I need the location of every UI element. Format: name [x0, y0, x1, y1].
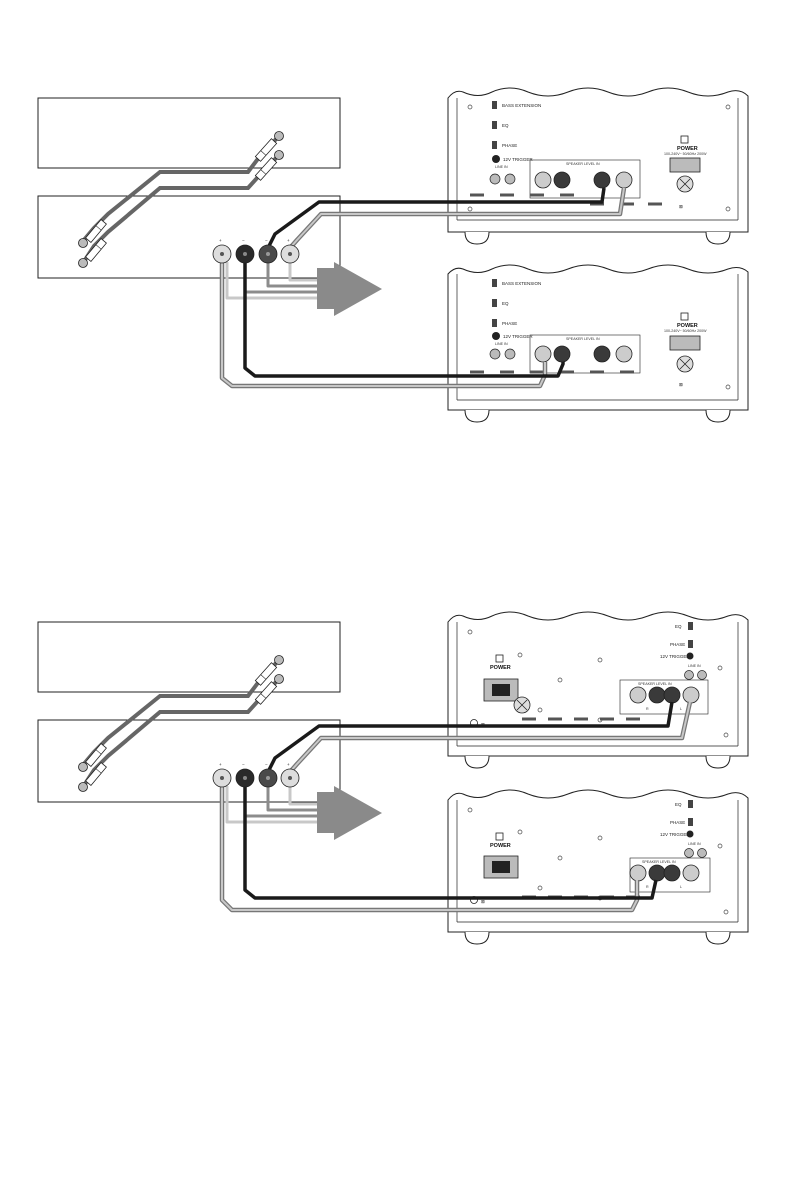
terminal-label: − — [242, 762, 245, 767]
eq-label: EQ — [502, 123, 509, 128]
subwoofer-panel-2: BASS EXTENSION EQ PHASE 12V TRIGGER LINE… — [447, 264, 749, 423]
line-in-label: LINE IN — [495, 165, 508, 169]
terminal-label: + — [287, 238, 290, 243]
terminal-label: − — [265, 238, 268, 243]
bass-extension-label: BASS EXTENSION — [502, 103, 541, 108]
channel-l-label: L — [680, 707, 682, 711]
weee-bin-icon: ⊠ — [481, 899, 485, 904]
rca-plugs-bottom — [78, 655, 284, 792]
subwoofer-panel-4: EQ PHASE 12V TRIGGER LINE IN POWER ⊠ SPE… — [447, 789, 749, 945]
speaker-level-in-label: SPEAKER LEVEL IN — [566, 162, 600, 166]
bass-extension-label: BASS EXTENSION — [502, 281, 541, 286]
line-in-label: LINE IN — [688, 842, 701, 846]
power-label: POWER — [490, 843, 511, 849]
terminal-label: − — [265, 762, 268, 767]
channel-r-label: R — [646, 885, 649, 889]
phase-label: PHASE — [502, 321, 517, 326]
power-label: POWER — [677, 323, 698, 329]
eq-label: EQ — [675, 624, 682, 629]
power-label: POWER — [677, 146, 698, 152]
weee-bin-icon: ⊠ — [679, 382, 683, 387]
channel-l-label: L — [680, 885, 682, 889]
terminal-label: + — [219, 238, 222, 243]
channel-r-label: R — [646, 707, 649, 711]
terminal-label: − — [242, 238, 245, 243]
trigger-label: 12V TRIGGER — [660, 832, 690, 837]
trigger-label: 12V TRIGGER — [503, 157, 533, 162]
terminal-label: + — [287, 762, 290, 767]
amp-terminals-bottom: + − − + — [212, 762, 300, 788]
power-label: POWER — [490, 665, 511, 671]
source-component-bottom — [37, 621, 341, 693]
weee-bin-icon: ⊠ — [679, 204, 683, 209]
speaker-level-in-label: SPEAKER LEVEL IN — [642, 860, 676, 864]
direction-arrow-bottom — [317, 786, 382, 840]
eq-label: EQ — [675, 802, 682, 807]
eq-label: EQ — [502, 301, 509, 306]
speaker-level-in-label: SPEAKER LEVEL IN — [566, 337, 600, 341]
line-in-label: LINE IN — [688, 664, 701, 668]
subwoofer-panel-1: BASS EXTENSION EQ PHASE 12V TRIGGER LINE… — [447, 87, 749, 245]
power-rating-label: 100-240V~ 50/60Hz 200W — [664, 329, 707, 333]
speaker-level-in-label: SPEAKER LEVEL IN — [638, 682, 672, 686]
phase-label: PHASE — [670, 642, 685, 647]
trigger-label: 12V TRIGGER — [503, 334, 533, 339]
speaker-cables-bottom — [219, 701, 693, 913]
terminal-label: + — [219, 762, 222, 767]
phase-label: PHASE — [502, 143, 517, 148]
source-component-top — [37, 97, 341, 169]
phase-label: PHASE — [670, 820, 685, 825]
line-in-label: LINE IN — [495, 342, 508, 346]
amp-terminals-top: + − − + — [212, 238, 300, 264]
direction-arrow-top — [317, 262, 382, 316]
subwoofer-panel-3: EQ PHASE 12V TRIGGER LINE IN POWER ⊠ SPE… — [447, 611, 749, 769]
rca-plugs-top — [78, 131, 284, 268]
speaker-cables-top — [219, 187, 627, 389]
power-rating-label: 100-240V~ 50/60Hz 200W — [664, 152, 707, 156]
trigger-label: 12V TRIGGER — [660, 654, 690, 659]
